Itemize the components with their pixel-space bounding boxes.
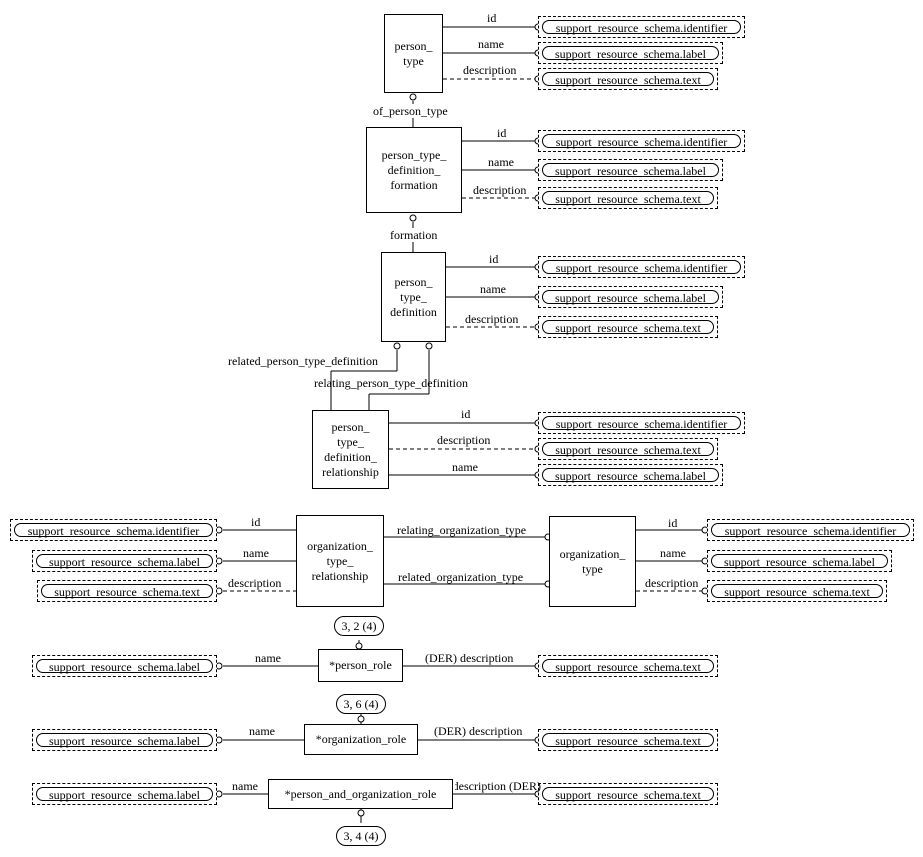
entity-person-type-definition-relationship[interactable]: person_ type_ definition_ relationship <box>312 410 389 489</box>
relationship-label-related-organization-type: related_organization_type <box>398 570 524 584</box>
attr-label-name: name <box>480 282 506 296</box>
page-reference-organization-role[interactable]: 3, 6 (4) <box>336 694 386 714</box>
entity-person-and-organization-role[interactable]: *person_and_organization_role <box>268 779 453 809</box>
type-ref-text[interactable]: support_resource_schema.text <box>538 187 718 209</box>
attr-label-name: name <box>255 651 281 665</box>
type-ref-identifier[interactable]: support_resource_schema.identifier <box>538 16 745 38</box>
attr-label-name: name <box>232 779 258 793</box>
entity-organization-type[interactable]: organization_ type <box>549 516 636 607</box>
type-ref-label[interactable]: support_resource_schema.label <box>538 464 723 486</box>
type-ref-text[interactable]: support_resource_schema.text <box>538 438 718 460</box>
relationship-label-of-person-type: of_person_type <box>373 104 448 118</box>
attr-label-description: description <box>463 63 517 77</box>
attr-label-der-description: (DER) description <box>455 779 541 793</box>
entity-person-role[interactable]: *person_role <box>318 649 403 682</box>
entity-person-type[interactable]: person_ type <box>384 14 443 93</box>
type-ref-label[interactable]: support_resource_schema.label <box>32 550 217 572</box>
attr-label-der-description: (DER) description <box>434 724 523 738</box>
attr-label-name: name <box>243 546 269 560</box>
attr-label-id: id <box>668 516 678 530</box>
attr-label-id: id <box>497 126 507 140</box>
type-ref-identifier[interactable]: support_resource_schema.identifier <box>538 412 745 434</box>
attr-label-description: description <box>645 576 699 590</box>
relationship-label-relating-organization-type: relating_organization_type <box>397 523 527 537</box>
attr-label-name: name <box>452 460 478 474</box>
attr-label-id: id <box>251 515 261 529</box>
type-ref-text[interactable]: support_resource_schema.text <box>37 580 217 602</box>
attr-label-description: description <box>465 312 519 326</box>
type-ref-label[interactable]: support_resource_schema.label <box>538 42 723 64</box>
type-ref-text[interactable]: support_resource_schema.text <box>538 316 718 338</box>
type-ref-text[interactable]: support_resource_schema.text <box>538 729 718 751</box>
relationship-label-relating-person-type-definition: relating_person_type_definition <box>314 376 468 390</box>
relationship-label-related-person-type-definition: related_person_type_definition <box>228 354 378 368</box>
type-ref-label[interactable]: support_resource_schema.label <box>707 550 892 572</box>
attr-label-description: description <box>437 433 491 447</box>
type-ref-text[interactable]: support_resource_schema.text <box>707 580 887 602</box>
entity-person-type-definition[interactable]: person_ type_ definition <box>381 252 446 342</box>
page-reference-person-role[interactable]: 3, 2 (4) <box>334 616 384 636</box>
attr-label-id: id <box>487 11 497 25</box>
attr-label-id: id <box>489 252 499 266</box>
attr-label-name: name <box>478 37 504 51</box>
type-ref-identifier[interactable]: support_resource_schema.identifier <box>538 256 745 278</box>
attr-label-der-description: (DER) description <box>425 651 514 665</box>
type-ref-identifier[interactable]: support_resource_schema.identifier <box>538 130 745 152</box>
attr-label-name: name <box>249 724 275 738</box>
attr-label-description: description <box>228 576 282 590</box>
type-ref-identifier[interactable]: support_resource_schema.identifier <box>10 519 217 541</box>
type-ref-text[interactable]: support_resource_schema.text <box>538 783 718 805</box>
type-ref-label[interactable]: support_resource_schema.label <box>538 159 723 181</box>
attr-label-name: name <box>488 155 514 169</box>
entity-person-type-definition-formation[interactable]: person_type_ definition_ formation <box>366 127 462 213</box>
type-ref-text[interactable]: support_resource_schema.text <box>538 655 718 677</box>
entity-organization-type-relationship[interactable]: organization_ type_ relationship <box>296 515 384 607</box>
type-ref-label[interactable]: support_resource_schema.label <box>32 655 217 677</box>
attr-label-id: id <box>461 407 471 421</box>
type-ref-text[interactable]: support_resource_schema.text <box>538 68 718 90</box>
attr-label-description: description <box>473 183 527 197</box>
type-ref-label[interactable]: support_resource_schema.label <box>32 783 217 805</box>
entity-organization-role[interactable]: *organization_role <box>304 724 418 755</box>
page-reference-person-and-organization-role[interactable]: 3, 4 (4) <box>336 826 386 846</box>
type-ref-label[interactable]: support_resource_schema.label <box>538 286 723 308</box>
attr-label-name: name <box>660 546 686 560</box>
relationship-label-formation: formation <box>390 228 438 242</box>
type-ref-identifier[interactable]: support_resource_schema.identifier <box>707 519 914 541</box>
type-ref-label[interactable]: support_resource_schema.label <box>32 729 217 751</box>
